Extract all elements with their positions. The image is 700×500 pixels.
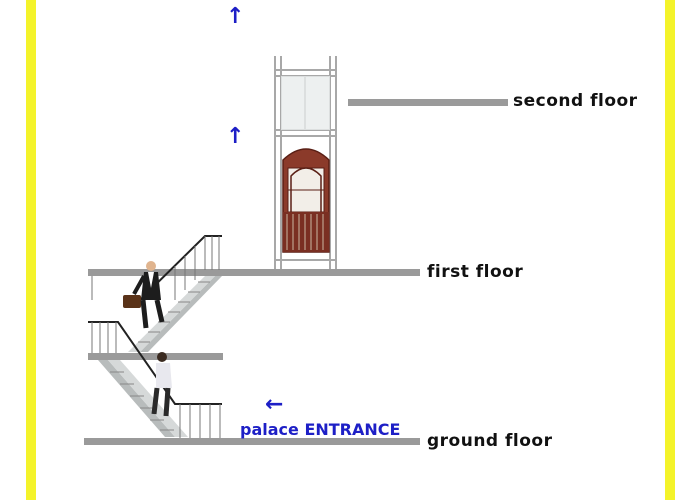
palace-entrance-label: palace ENTRANCE [240,420,401,439]
elevator-shaft-glass [281,76,330,130]
staircase-icon [88,235,222,438]
second-floor-slab [348,99,508,106]
ground-floor-slab [84,438,420,445]
first-floor-slab [88,269,420,276]
first-floor-label: first floor [427,262,524,282]
businessman-icon [123,261,165,329]
up-arrow-top: ↑ [226,4,245,29]
landing-slab [88,353,223,360]
up-arrow-middle: ↑ [226,124,245,149]
right-yellow-border [665,0,675,500]
ground-floor-label: ground floor [427,431,553,451]
man-icon [151,352,172,417]
second-floor-label: second floor [513,91,638,111]
elevator-car-icon [282,148,330,253]
left-yellow-border [26,0,36,500]
entrance-left-arrow: ← [265,392,284,417]
